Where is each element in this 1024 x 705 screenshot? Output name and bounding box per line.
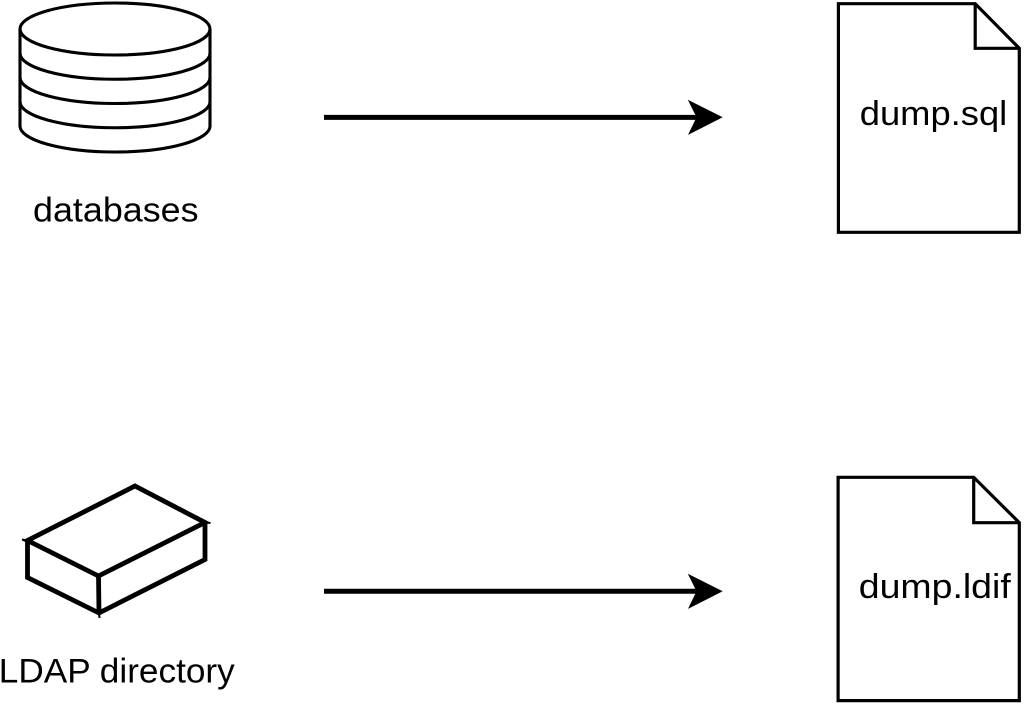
- svg-text:databases: databases: [33, 192, 199, 230]
- svg-text:dump.sql: dump.sql: [860, 95, 1008, 133]
- svg-text:dump.ldif: dump.ldif: [859, 568, 1011, 606]
- svg-text:LDAP directory: LDAP directory: [0, 653, 235, 691]
